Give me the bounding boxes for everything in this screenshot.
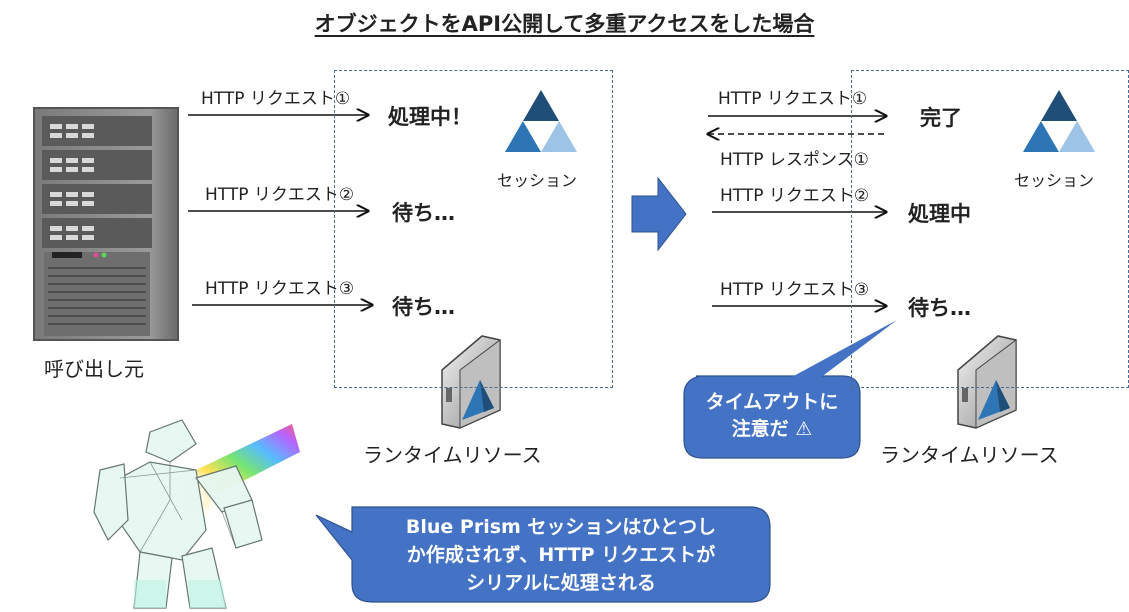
session-box-left: [334, 70, 613, 388]
request-label-2: HTTP リクエスト②: [205, 185, 355, 205]
request-label-r3: HTTP リクエスト③: [720, 280, 870, 300]
session-label: セッション: [497, 171, 578, 190]
state-label-r3: 待ち…: [908, 296, 971, 320]
transition-arrow: [631, 176, 687, 252]
blue-prism-session-icon-right: [1023, 90, 1095, 152]
summary-callout-line-3: シリアルに処理される: [466, 572, 656, 594]
blue-prism-session-icon: [505, 90, 577, 152]
runtime-resource-label-right: ランタイムリソース: [880, 443, 1059, 467]
timeout-callout-tail: [790, 320, 897, 378]
state-label-2: 待ち…: [392, 201, 455, 225]
caller-label: 呼び出し元: [44, 357, 144, 381]
summary-callout-line-2: か作成されず、HTTP リクエストが: [406, 544, 716, 566]
runtime-resource-icon-right: [957, 335, 1017, 429]
timeout-callout-line-2: 注意だ ⚠: [731, 418, 813, 440]
state-label-r2: 処理中: [908, 202, 971, 226]
runtime-resource-icon: [441, 335, 501, 429]
timeout-callout-line-1: タイムアウトに: [705, 391, 839, 413]
summary-callout-shape: [315, 506, 771, 603]
timeout-callout-shape: [683, 375, 861, 459]
crystal-character-illustration: [93, 419, 300, 609]
state-label-r1: 完了: [920, 106, 962, 130]
response-label-r1: HTTP レスポンス①: [720, 150, 869, 170]
summary-callout: Blue Prism セッションはひとつし か作成されず、HTTP リクエストが…: [352, 513, 770, 597]
state-label-3: 待ち…: [392, 295, 455, 319]
timeout-callout: タイムアウトに 注意だ ⚠: [684, 389, 860, 443]
session-box-right: [851, 70, 1129, 388]
page-title: オブジェクトをAPI公開して多重アクセスをした場合: [314, 12, 815, 36]
summary-callout-line-1: Blue Prism セッションはひとつし: [405, 516, 717, 538]
request-label-1: HTTP リクエスト①: [201, 89, 351, 109]
request-label-r1: HTTP リクエスト①: [718, 89, 868, 109]
runtime-resource-label: ランタイムリソース: [363, 443, 542, 467]
session-label-right: セッション: [1014, 171, 1095, 190]
server-icon: [33, 107, 179, 341]
state-label-1: 処理中！: [388, 105, 472, 129]
request-label-3: HTTP リクエスト③: [205, 279, 355, 299]
request-label-r2: HTTP リクエスト②: [720, 186, 870, 206]
